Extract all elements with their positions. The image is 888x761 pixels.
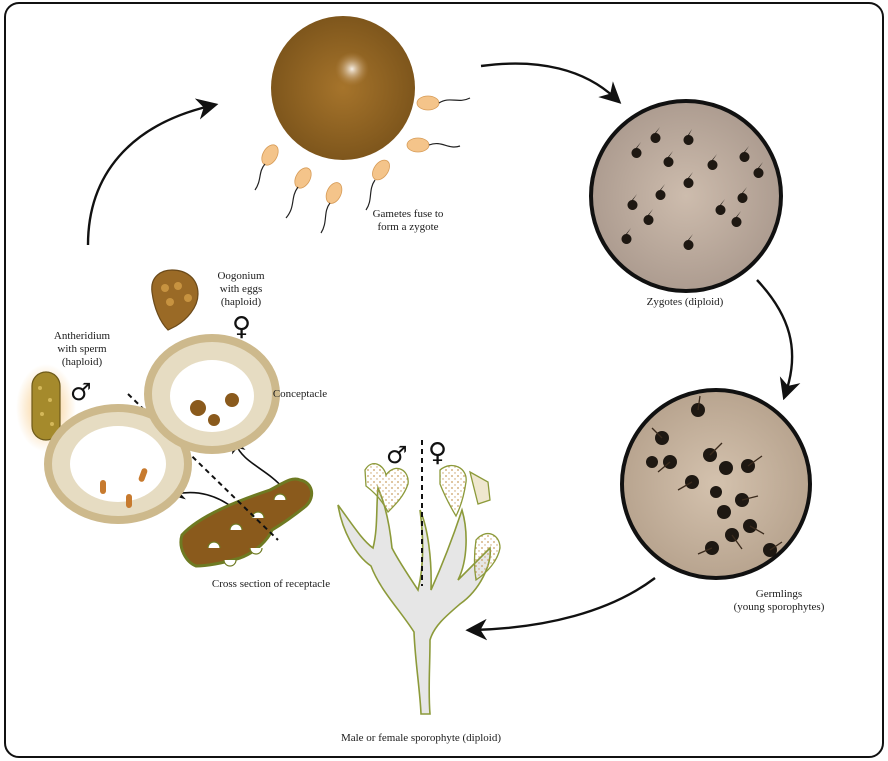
germlings-micrograph — [622, 390, 810, 578]
sporophyte-male-symbol-icon: ♂ — [386, 443, 408, 467]
antheridium-label-line-1: Antheridium — [42, 330, 122, 343]
antheridium-label-line-3: (haploid) — [42, 356, 122, 369]
diagram-frame — [5, 3, 883, 757]
germlings-label-line-2: (young sporophytes) — [714, 601, 844, 614]
conceptacle-label: Conceptacle — [260, 388, 340, 401]
germlings-label: Germlings (young sporophytes) — [714, 588, 844, 614]
male-symbol-icon: ♂ — [70, 380, 92, 404]
gametes-label-line-1: Gametes fuse to — [348, 208, 468, 221]
zygotes-label: Zygotes (diploid) — [620, 296, 750, 309]
sporophyte-label: Male or female sporophyte (diploid) — [306, 732, 536, 745]
egg-cell — [271, 16, 415, 160]
cross-section-label: Cross section of receptacle — [196, 578, 346, 591]
egg-highlight — [335, 52, 369, 86]
sporophyte-female-symbol-icon: ♀ — [428, 440, 447, 466]
female-symbol-icon: ♀ — [232, 314, 251, 340]
oogonium-label-line-3: (haploid) — [206, 296, 276, 309]
germlings-label-line-1: Germlings — [714, 588, 844, 601]
oogonium-label-line-2: with eggs — [206, 283, 276, 296]
gametes-label: Gametes fuse to form a zygote — [348, 208, 468, 234]
oogonium-label: Oogonium with eggs (haploid) — [206, 270, 276, 309]
zygotes-micrograph — [591, 101, 781, 291]
oogonium-label-line-1: Oogonium — [206, 270, 276, 283]
antheridium-label: Antheridium with sperm (haploid) — [42, 330, 122, 369]
antheridium-label-line-2: with sperm — [42, 343, 122, 356]
gametes-label-line-2: form a zygote — [348, 221, 468, 234]
